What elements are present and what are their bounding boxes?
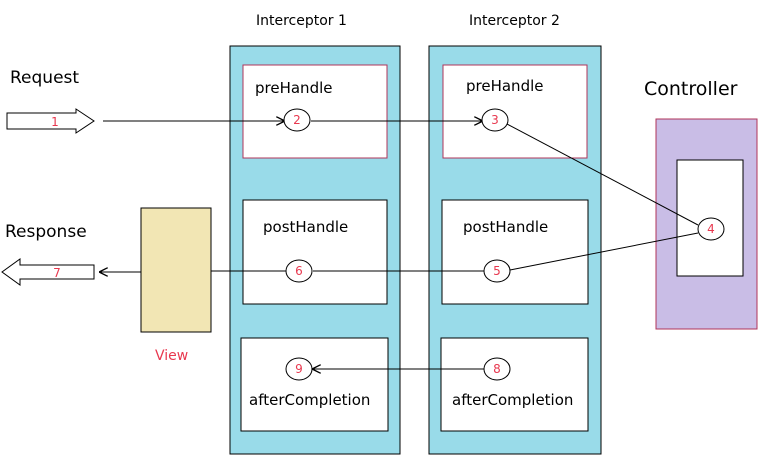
interceptor-2-aftercompletion-label: afterCompletion bbox=[452, 391, 573, 409]
view-box bbox=[140, 207, 212, 333]
step-9-circle bbox=[285, 357, 313, 381]
step-6-circle bbox=[285, 259, 313, 283]
step-2-circle bbox=[283, 108, 311, 132]
request-arrow bbox=[6, 108, 95, 134]
interceptor-2-title: Interceptor 2 bbox=[469, 13, 560, 29]
interceptor-1-aftercompletion-label: afterCompletion bbox=[249, 391, 370, 409]
step-5-circle bbox=[483, 259, 511, 283]
flow-line-4-to-5 bbox=[509, 232, 699, 271]
step-8-label: 8 bbox=[493, 362, 501, 376]
step-3-label: 3 bbox=[491, 113, 499, 127]
controller-title: Controller bbox=[644, 78, 738, 100]
response-arrow bbox=[1, 258, 95, 286]
response-label: Response bbox=[5, 222, 87, 242]
step-7-label: 7 bbox=[53, 266, 61, 280]
step-4-label: 4 bbox=[707, 222, 715, 236]
step-4-circle bbox=[697, 217, 725, 241]
view-label: View bbox=[155, 348, 188, 364]
step-2-label: 2 bbox=[293, 113, 301, 127]
step-1-label: 1 bbox=[51, 115, 59, 129]
interceptor-1-prehandle-box bbox=[242, 64, 388, 159]
interceptor-1-aftercompletion-box bbox=[240, 337, 389, 432]
step-8-circle bbox=[483, 357, 511, 381]
step-3-circle bbox=[481, 108, 509, 132]
interceptor-2-posthandle-box bbox=[441, 199, 589, 305]
interceptor-1-prehandle-label: preHandle bbox=[255, 79, 332, 97]
step-5-label: 5 bbox=[493, 264, 501, 278]
interceptor-2-aftercompletion-box bbox=[440, 337, 589, 432]
interceptor-2-posthandle-label: postHandle bbox=[463, 218, 548, 236]
interceptor-1-posthandle-box bbox=[242, 199, 388, 305]
interceptor-1-title: Interceptor 1 bbox=[256, 13, 347, 29]
interceptor-2-prehandle-box bbox=[442, 64, 588, 159]
flow-line-3-to-4 bbox=[506, 123, 699, 226]
step-6-label: 6 bbox=[295, 264, 303, 278]
step-9-label: 9 bbox=[295, 362, 303, 376]
request-label: Request bbox=[10, 68, 79, 88]
interceptor-1-posthandle-label: postHandle bbox=[263, 218, 348, 236]
interceptor-2-prehandle-label: preHandle bbox=[466, 77, 543, 95]
